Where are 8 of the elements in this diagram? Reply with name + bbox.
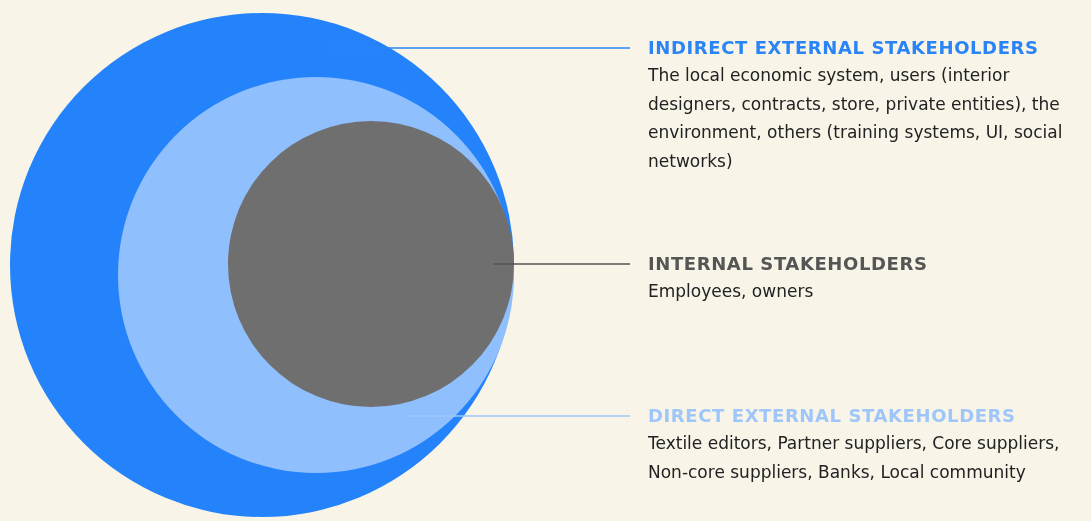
heading: DIRECT EXTERNAL STAKEHOLDERS (648, 404, 1017, 428)
heading: INDIRECT EXTERNAL STAKEHOLDERS (648, 36, 1040, 60)
leader-line (492, 263, 631, 265)
leader-line (404, 415, 631, 417)
description: Textile editors, Partner suppliers, Core suppliers, Non-core suppliers, Banks, Local community (648, 432, 1061, 484)
description: The local economic system, users (interior designers, contracts, store, private entities), the environment, others (training systems, UI, social networks) (648, 64, 1064, 173)
description: Employees, owners (648, 280, 815, 303)
heading: INTERNAL STAKEHOLDERS (648, 252, 929, 276)
